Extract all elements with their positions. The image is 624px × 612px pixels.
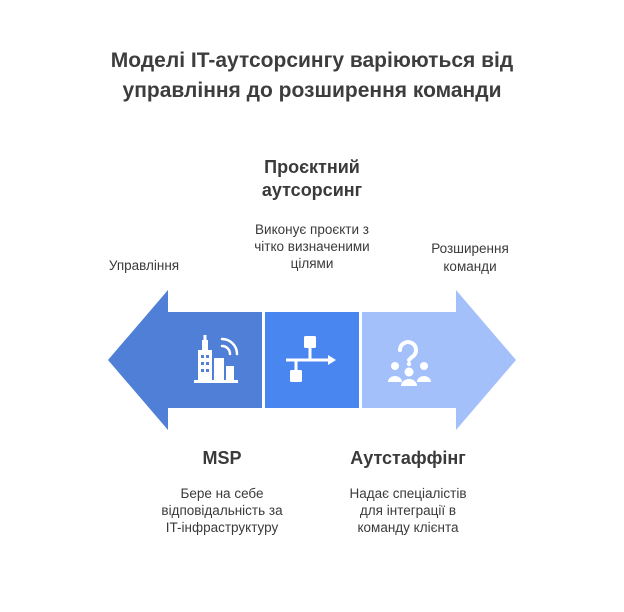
desc-line: відповідальність за: [161, 503, 283, 518]
diagram-title: Моделі IT-аутсорсингу варіюються від упр…: [40, 46, 584, 106]
right-arrowhead: [456, 290, 516, 430]
title-line-1: Моделі IT-аутсорсингу варіюються від: [110, 49, 514, 72]
title-line-2: управління до розширення команди: [122, 79, 502, 102]
right-end-line: команди: [443, 259, 497, 274]
msp-heading: MSP: [202, 448, 242, 468]
project-outsourcing-description: Виконує проєкти з чітко визначеними ціля…: [212, 221, 412, 272]
desc-line: Надає спеціалістів: [349, 486, 467, 501]
desc-line: чітко визначеними: [254, 239, 370, 254]
desc-line: Бере на себе: [180, 486, 264, 501]
msp-description: Бере на себе відповідальність за IT-інфр…: [122, 485, 322, 536]
team-question-icon: [388, 340, 431, 386]
outstaffing-heading: Аутстаффінг: [350, 448, 466, 468]
heading-line: аутсорсинг: [261, 180, 363, 200]
left-end-label: Управління: [108, 258, 180, 273]
desc-line: команду клієнта: [357, 520, 459, 535]
building-signal-icon: [194, 335, 239, 383]
desc-line: Виконує проєкти з: [255, 222, 369, 237]
desc-line: для інтеграції в: [359, 503, 457, 518]
left-arrowhead: [108, 290, 168, 430]
right-end-line: Розширення: [431, 241, 509, 256]
desc-line: IT-інфраструктуру: [165, 520, 279, 535]
outstaffing-description: Надає спеціалістів для інтеграції в кома…: [308, 485, 508, 536]
project-outsourcing-heading: Проєктний аутсорсинг: [212, 156, 412, 202]
right-end-label: Розширення команди: [405, 240, 535, 276]
desc-line: цілями: [290, 256, 334, 271]
heading-line: Проєктний: [264, 157, 360, 177]
flowchart-icon: [286, 336, 336, 382]
